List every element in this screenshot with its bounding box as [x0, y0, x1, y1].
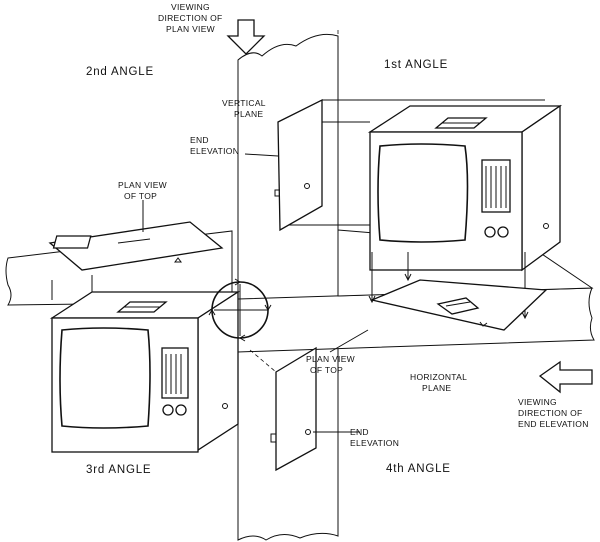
viewing-direction-plan-arrow — [226, 19, 266, 55]
tv-third-angle — [49, 275, 241, 453]
rotation-circle — [208, 278, 272, 342]
quadrant-4th-angle: 4th ANGLE — [386, 463, 451, 475]
label-plan-view-top-left: PLAN VIEW OF TOP — [118, 180, 170, 201]
label-end-elevation-top: END ELEVATION — [190, 135, 239, 156]
quadrant-1st-angle: 1st ANGLE — [384, 59, 448, 71]
quadrant-3rd-angle: 3rd ANGLE — [86, 464, 151, 476]
label-plan-view-top-bottom: PLAN VIEW OF TOP — [306, 354, 358, 375]
plan-view-top-left — [48, 221, 224, 271]
tv-first-angle — [274, 98, 563, 331]
label-horizontal-plane: HORIZONTAL PLANE — [410, 372, 470, 393]
label-viewing-end: VIEWING DIRECTION OF END ELEVATION — [518, 397, 589, 429]
label-vertical-plane: VERTICAL PLANE — [222, 98, 268, 119]
quadrant-2nd-angle: 2nd ANGLE — [86, 66, 154, 78]
label-viewing-plan: VIEWING DIRECTION OF PLAN VIEW — [158, 2, 225, 34]
pointer-plan-view-bottom — [329, 329, 369, 353]
end-elevation-fourth — [249, 346, 317, 472]
viewing-direction-end-arrow — [538, 360, 593, 394]
pointer-end-elevation-top — [244, 153, 279, 157]
label-end-elevation-bottom: END ELEVATION — [350, 427, 399, 448]
